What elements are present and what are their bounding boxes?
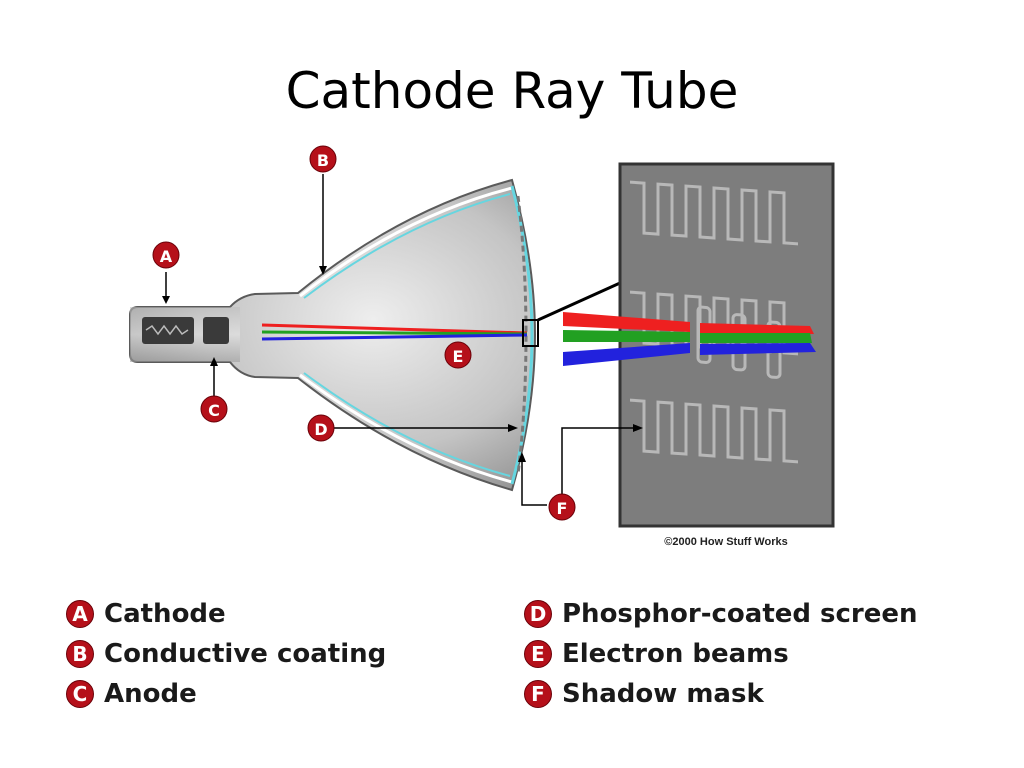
- legend-badge-f: F: [524, 680, 552, 708]
- callout-c-text: C: [208, 401, 220, 420]
- callout-d: D: [307, 414, 335, 442]
- legend-label-cathode: Cathode: [104, 599, 226, 629]
- legend-item-cathode: A Cathode: [66, 594, 386, 634]
- callout-e-text: E: [453, 347, 464, 366]
- legend-badge-a: A: [66, 600, 94, 628]
- legend-label-shadow-mask: Shadow mask: [562, 679, 764, 709]
- callout-b-text: B: [317, 151, 329, 170]
- legend-badge-e: E: [524, 640, 552, 668]
- legend-label-electron-beams: Electron beams: [562, 639, 789, 669]
- legend-label-anode: Anode: [104, 679, 197, 709]
- legend-badge-b: B: [66, 640, 94, 668]
- callout-f-text: F: [557, 499, 568, 518]
- callout-b: B: [309, 145, 337, 173]
- copyright-text: ©2000 How Stuff Works: [664, 536, 787, 548]
- zoom-marker: [522, 319, 539, 347]
- legend-item-anode: C Anode: [66, 674, 386, 714]
- callout-c: C: [200, 395, 228, 423]
- leader-lines: [162, 174, 643, 506]
- zoomed-beams: [563, 312, 816, 366]
- callout-d-text: D: [314, 420, 327, 439]
- legend-item-shadow-mask: F Shadow mask: [524, 674, 918, 714]
- legend-badge-c: C: [66, 680, 94, 708]
- zoom-link-line: [537, 281, 621, 322]
- legend-right: D Phosphor-coated screen E Electron beam…: [524, 594, 918, 714]
- anode-block: [203, 317, 229, 344]
- callout-a-text: A: [160, 247, 173, 266]
- legend-left: A Cathode B Conductive coating C Anode: [66, 594, 386, 714]
- legend-item-conductive-coating: B Conductive coating: [66, 634, 386, 674]
- cathode-block: [142, 317, 194, 344]
- legend-label-phosphor-screen: Phosphor-coated screen: [562, 599, 918, 629]
- callout-a: A: [152, 241, 180, 269]
- legend-item-electron-beams: E Electron beams: [524, 634, 918, 674]
- callout-f: F: [548, 493, 576, 521]
- legend-item-phosphor-screen: D Phosphor-coated screen: [524, 594, 918, 634]
- legend-badge-d: D: [524, 600, 552, 628]
- callout-e: E: [444, 341, 472, 369]
- legend-label-conductive-coating: Conductive coating: [104, 639, 387, 669]
- electron-beams: [261, 323, 528, 341]
- slide-title: Cathode Ray Tube: [285, 62, 739, 120]
